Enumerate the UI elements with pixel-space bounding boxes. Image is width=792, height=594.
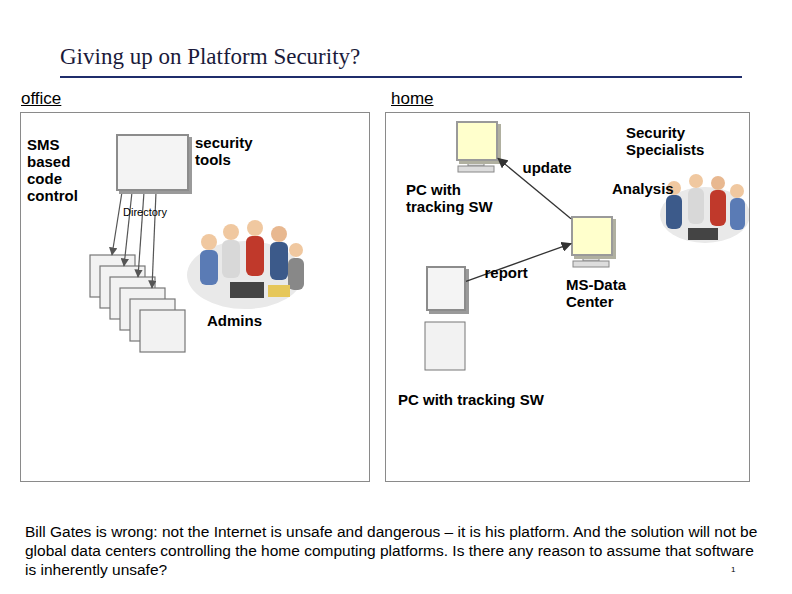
node-text: PC with tracking SW [398,391,618,408]
computer-box: MS-Data Center [571,216,613,256]
node-text: MS-Data Center [566,276,656,310]
computer-box: PC with tracking SW [456,121,498,161]
group-label: Security Specialists [626,124,726,158]
note-text: Analysis [612,180,692,197]
node-text: PC with tracking SW [406,181,516,215]
node-text: office [21,89,141,109]
pc-stack [90,255,185,352]
computer-box: PC with tracking SW [426,266,466,311]
flow-arrow [466,244,571,282]
slide-caption: Bill Gates is wrong: not the Internet is… [25,522,760,579]
group-label: Admins [207,312,297,329]
edge-label: update [523,159,572,176]
note-text: SMS based code control [27,136,99,204]
computer-box: Directory [116,134,189,191]
note-text: security tools [195,134,275,168]
edge-label: report [485,264,528,281]
page-number: 1 [731,565,751,574]
slide-title: Giving up on Platform Security? [60,44,360,70]
node-text: home [391,89,511,109]
admins-clipart [187,220,304,309]
node-text: Directory [123,206,223,218]
title-rule [60,76,742,78]
flow-arrow [498,158,571,218]
